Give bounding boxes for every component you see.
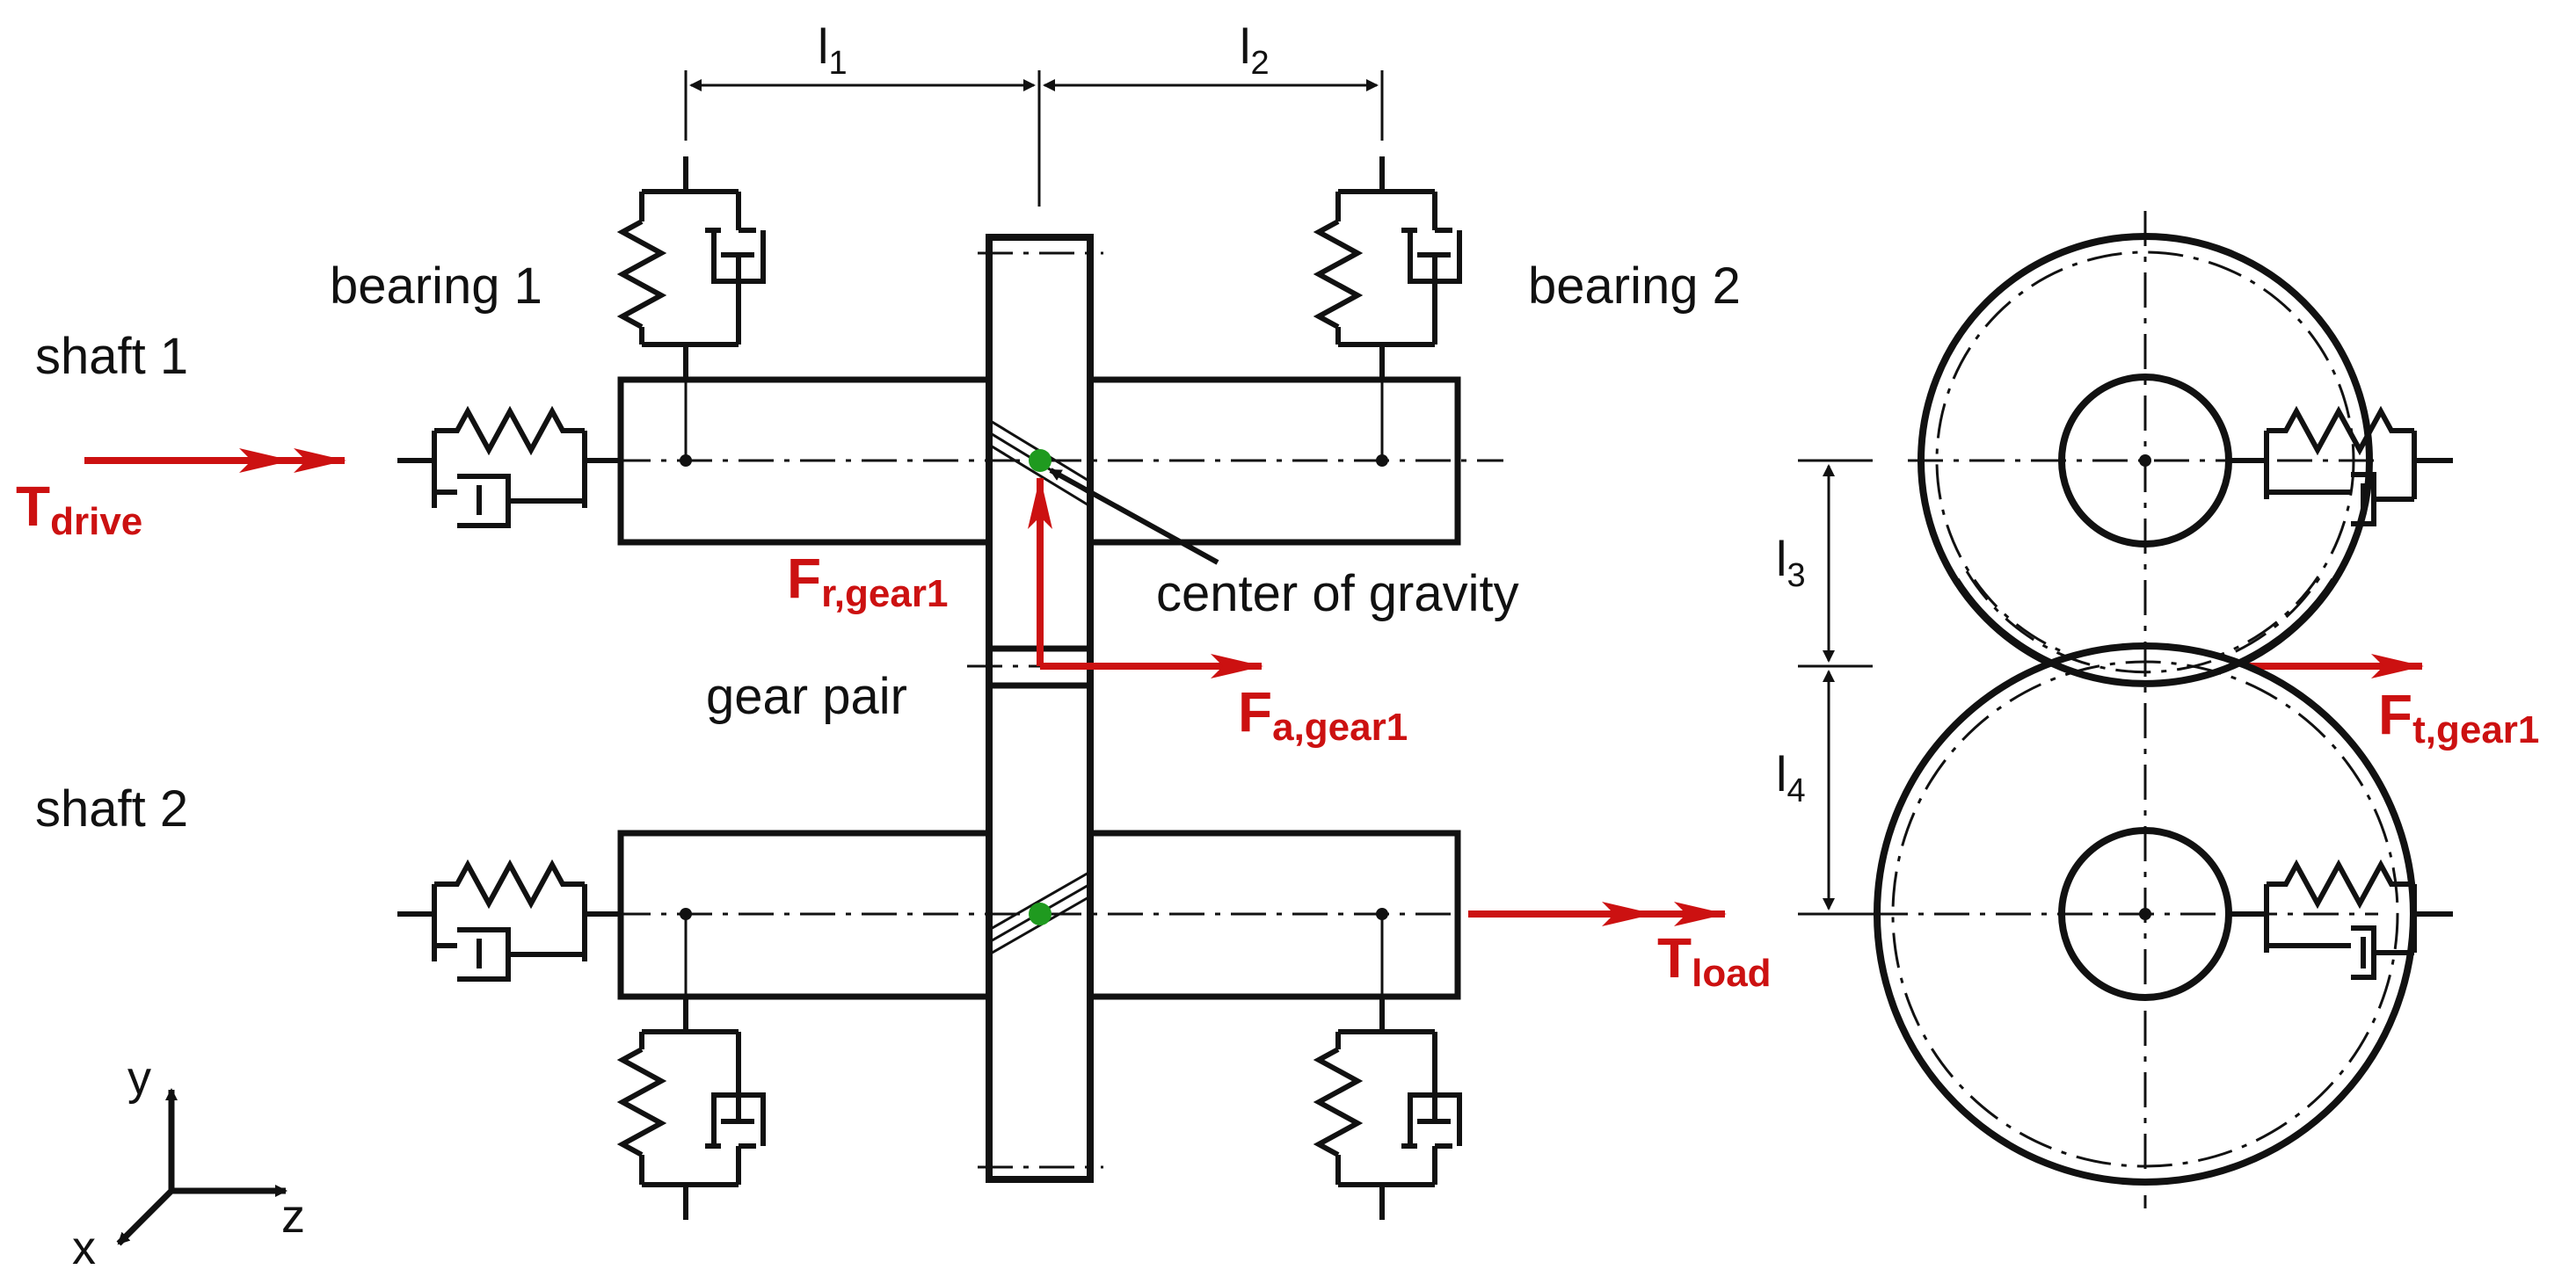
label-l2: l2 xyxy=(1240,18,1270,82)
center-of-gravity-dot-2 xyxy=(1029,903,1052,925)
center-of-gravity-dot-1 xyxy=(1029,449,1052,472)
axial-bearing-shaft-2 xyxy=(397,859,621,982)
centerlines xyxy=(615,459,1503,916)
label-f-radial: Fr,gear1 xyxy=(787,547,948,615)
label-shaft-2: shaft 2 xyxy=(35,780,188,838)
label-bearing-1: bearing 1 xyxy=(330,258,542,315)
bearing-points xyxy=(680,454,1388,920)
bearing-3-bottom xyxy=(616,997,766,1220)
label-t-load: Tload xyxy=(1657,926,1772,995)
axis-label-z: z xyxy=(281,1190,305,1243)
label-l4: l4 xyxy=(1776,746,1806,809)
axial-bearing-shaft-1 xyxy=(397,405,621,528)
label-l1: l1 xyxy=(818,18,848,82)
label-f-axial: Fa,gear1 xyxy=(1238,680,1408,749)
gear-front-view xyxy=(1873,211,2417,1208)
front-bearing-2 xyxy=(2229,859,2453,980)
label-l3: l3 xyxy=(1776,531,1806,594)
coordinate-axes xyxy=(116,1088,287,1246)
label-gear-pair: gear pair xyxy=(706,668,907,725)
dimension-l1-l2 xyxy=(684,70,1384,207)
center-of-gravity-pointer xyxy=(1049,468,1219,565)
bearing-1-top xyxy=(616,156,766,380)
label-bearing-2: bearing 2 xyxy=(1528,258,1741,315)
label-t-drive: Tdrive xyxy=(16,475,142,543)
bearing-4-bottom xyxy=(1313,997,1462,1220)
axis-label-y: y xyxy=(127,1052,151,1105)
dimension-l3-l4 xyxy=(1798,459,1873,916)
bearing-2-top xyxy=(1313,156,1462,380)
axis-label-x: x xyxy=(72,1222,96,1274)
bearing-links xyxy=(684,380,1384,997)
label-center-of-gravity: center of gravity xyxy=(1156,565,1519,622)
label-shaft-1: shaft 1 xyxy=(35,328,188,385)
front-bearing-1 xyxy=(2229,405,2453,526)
label-f-tangential: Ft,gear1 xyxy=(2378,683,2539,751)
gear-side-view xyxy=(967,234,1108,1183)
